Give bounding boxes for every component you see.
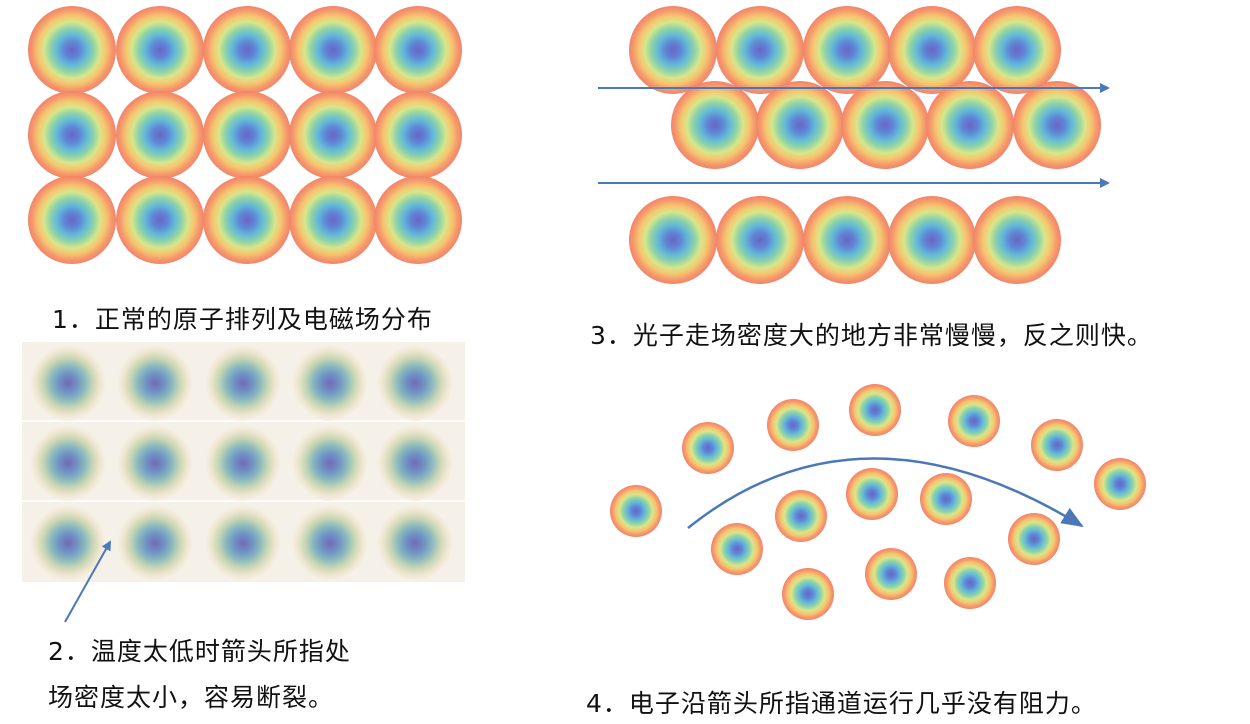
atom-field-circle bbox=[803, 6, 891, 94]
atom-field-circle bbox=[205, 345, 281, 421]
atom-field-circle bbox=[756, 81, 844, 169]
atom-field-circle bbox=[377, 345, 453, 421]
atom-field-circle bbox=[926, 81, 1014, 169]
atom-field-circle bbox=[292, 425, 368, 501]
atom-field-circle bbox=[292, 505, 368, 581]
atom-field-circle bbox=[920, 473, 972, 525]
atom-field-circle bbox=[30, 425, 106, 501]
atom-field-circle bbox=[711, 523, 763, 575]
atom-field-circle bbox=[117, 345, 193, 421]
atom-field-circle bbox=[377, 505, 453, 581]
atom-field-circle bbox=[292, 345, 368, 421]
atom-field-circle bbox=[117, 425, 193, 501]
atom-field-circle bbox=[374, 91, 462, 179]
atom-field-circle bbox=[775, 490, 827, 542]
atom-field-circle bbox=[28, 6, 116, 94]
atom-field-circle bbox=[203, 6, 291, 94]
atom-field-circle bbox=[28, 91, 116, 179]
atom-field-circle bbox=[1013, 81, 1101, 169]
atom-field-circle bbox=[803, 196, 891, 284]
panel-normal-lattice bbox=[28, 6, 462, 264]
electron-channel-arrow bbox=[687, 457, 1084, 529]
atom-field-circle bbox=[1031, 419, 1083, 471]
panel-electron-channel bbox=[610, 384, 1146, 620]
atom-field-circle bbox=[30, 345, 106, 421]
atom-field-circle bbox=[203, 91, 291, 179]
atom-field-circle bbox=[629, 196, 717, 284]
atom-field-circle bbox=[716, 6, 804, 94]
atom-field-circle bbox=[865, 548, 917, 600]
atom-field-circle bbox=[374, 176, 462, 264]
atom-field-circle bbox=[377, 425, 453, 501]
atom-field-circle bbox=[1094, 458, 1146, 510]
atom-field-circle bbox=[203, 176, 291, 264]
atom-field-circle bbox=[289, 91, 377, 179]
atom-field-circle bbox=[289, 6, 377, 94]
atom-field-circle bbox=[849, 384, 901, 436]
caption-panel-4: 4．电子沿箭头所指通道运行几乎没有阻力。 bbox=[586, 689, 1097, 718]
atom-field-circle bbox=[1008, 513, 1060, 565]
atom-field-circle bbox=[716, 196, 804, 284]
atom-field-circle bbox=[767, 399, 819, 451]
atom-field-circle bbox=[116, 6, 204, 94]
atom-field-circle bbox=[782, 568, 834, 620]
atom-field-circle bbox=[116, 91, 204, 179]
atom-field-circle bbox=[30, 505, 106, 581]
panel-photon-path bbox=[629, 6, 1101, 284]
atom-field-circle bbox=[374, 6, 462, 94]
atom-field-circle bbox=[682, 422, 734, 474]
atom-field-circle bbox=[846, 468, 898, 520]
atom-field-circle bbox=[841, 81, 929, 169]
atom-field-circle bbox=[948, 395, 1000, 447]
atom-field-circle bbox=[973, 196, 1061, 284]
atom-field-circle bbox=[973, 6, 1061, 94]
caption-panel-1: 1．正常的原子排列及电磁场分布 bbox=[52, 305, 433, 334]
caption-panel-2-line-1: 2．温度太低时箭头所指处 bbox=[48, 637, 351, 666]
atom-field-circle bbox=[205, 505, 281, 581]
atom-field-circle bbox=[671, 81, 759, 169]
caption-panel-3: 3．光子走场密度大的地方非常慢慢，反之则快。 bbox=[590, 321, 1153, 350]
atom-field-circle bbox=[888, 6, 976, 94]
atom-field-circle bbox=[205, 425, 281, 501]
atom-field-circle bbox=[610, 485, 662, 537]
atom-field-circle bbox=[117, 505, 193, 581]
weak-point-arrow bbox=[64, 540, 111, 623]
atom-field-circle bbox=[289, 176, 377, 264]
caption-panel-2-line-2: 场密度太小，容易断裂。 bbox=[48, 683, 335, 712]
atom-field-circle bbox=[629, 6, 717, 94]
atom-field-circle bbox=[28, 176, 116, 264]
atom-field-circle bbox=[888, 196, 976, 284]
atom-field-circle bbox=[116, 176, 204, 264]
atom-field-circle bbox=[944, 557, 996, 609]
panel-low-temperature bbox=[22, 342, 465, 582]
